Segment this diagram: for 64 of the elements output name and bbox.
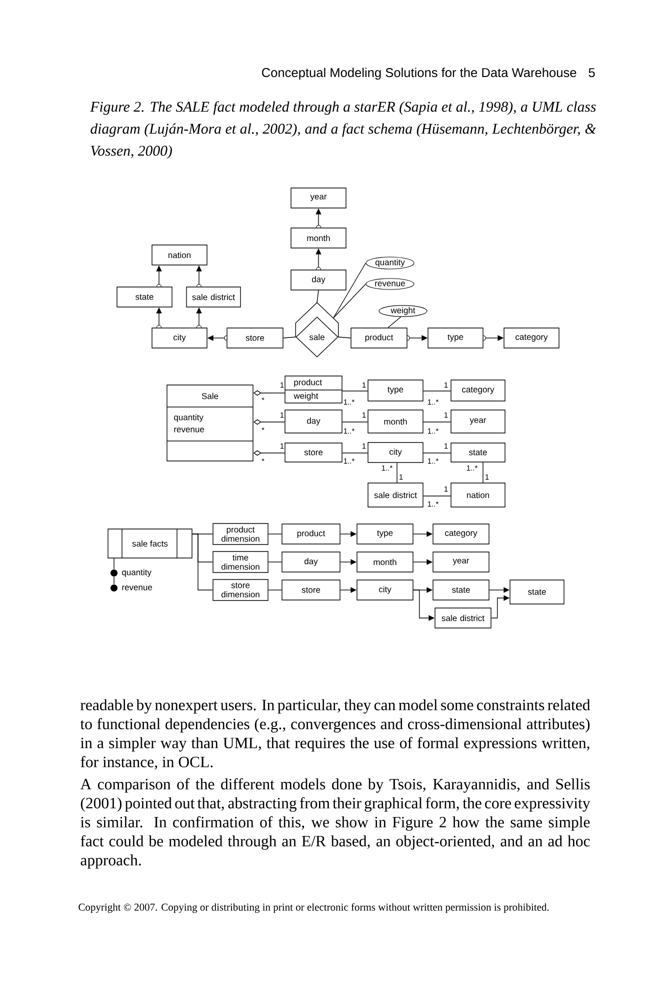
class-box: state (450, 442, 506, 462)
entity-box: city (152, 328, 208, 348)
connector-line (423, 452, 451, 454)
class-box (166, 384, 254, 462)
entity-box: state (116, 286, 172, 308)
connector-line (388, 316, 402, 328)
entity-box: sale district (186, 286, 241, 308)
connector-line (316, 290, 319, 303)
level-box: state (432, 580, 490, 600)
dimension-box: product dimension (212, 523, 268, 545)
class-box: category (450, 380, 506, 402)
class-box: store (284, 442, 342, 462)
class-box: month (368, 410, 424, 434)
entity-box: type (428, 328, 484, 348)
dimension-box: store dimension (212, 579, 268, 601)
page-number: 5 (588, 68, 595, 78)
class-box: day (284, 410, 342, 434)
level-box: sale district (434, 608, 492, 628)
class-name: product (294, 379, 322, 387)
level-box: type (356, 524, 414, 544)
attribute-name: weight (294, 392, 318, 400)
connector-line (423, 390, 451, 392)
connector-line (482, 462, 484, 483)
connector-line (396, 462, 398, 483)
level-box: city (356, 580, 414, 600)
attribute-label: quantity (122, 569, 152, 577)
level-box: store (282, 580, 340, 600)
attribute-name: revenue (174, 428, 204, 432)
entity-box: nation (152, 244, 208, 266)
entity-box: product (350, 328, 408, 348)
level-box: month (356, 552, 414, 572)
body-paragraph: readable by nonexpert users. In particular, they can model some constraints related to functional dependencies (e.g., convergences and cross-dimensional attributes) in a simpler way than UML, that requires the use of formal expressions written, for instance, in OCL. (80, 699, 590, 770)
class-box: sale district (368, 482, 424, 508)
level-box: year (432, 552, 490, 572)
fact-box: sale facts (108, 528, 192, 558)
class-box: city (368, 442, 424, 463)
level-box: state (510, 580, 564, 604)
entity-box: category (504, 328, 560, 348)
attribute-label: revenue (122, 586, 152, 590)
class-box: type (368, 380, 424, 402)
connector-line (333, 284, 366, 318)
connector-line (342, 452, 368, 454)
level-box: day (282, 552, 340, 572)
figure-caption: Figure 2. The SALE fact modeled through a starER (Sapia et al., 1998), a UML class diagram (Luján-Mora et al., 2002), and a fact schema (Hüsemann, Lechtenbörger, & Vossen, 2000) (90, 101, 596, 159)
body-paragraph: A comparison of the different models done by Tsois, Karayannidis, and Sellis (2001) pointed out that, abstracting from their graphical form, the core expressivity is similar. In confirmation of this, we show in Figure 2 how the same simple fact could be modeled through an E/R based, an object-oriented, and an ad hoc approach. (80, 778, 590, 869)
class-box: nation (450, 482, 506, 508)
entity-box: day (290, 270, 346, 290)
dimension-box: time dimension (212, 551, 268, 573)
connector-line (333, 262, 366, 318)
running-header: Conceptual Modeling Solutions for the Data Warehouse (262, 68, 576, 80)
class-box (284, 376, 342, 404)
entity-box: store (226, 328, 284, 348)
attribute-name: quantity (174, 414, 204, 422)
entity-box: month (290, 228, 346, 248)
entity-box: year (290, 188, 346, 208)
connector-line (192, 534, 213, 590)
level-box: product (282, 524, 340, 544)
connector-line (342, 390, 368, 392)
level-box: category (432, 524, 490, 544)
class-name: Sale (202, 392, 218, 400)
connector-line (338, 336, 351, 338)
copyright-notice: Copyright © 2007. Copying or distributing in print or electronic forms without written permission is prohibited. (78, 903, 549, 913)
class-box: year (450, 410, 506, 434)
connector-line (283, 336, 296, 338)
